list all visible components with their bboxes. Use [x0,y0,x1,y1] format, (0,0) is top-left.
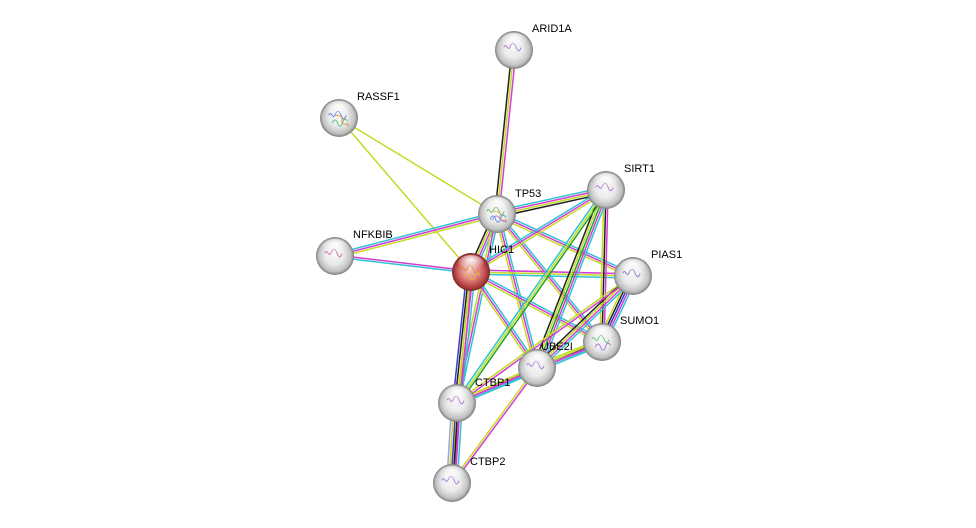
edge-hic1-sirt1[interactable] [469,187,608,275]
node-label-sirt1: SIRT1 [624,163,655,175]
edge-evidence-line [456,276,635,405]
edge-evidence-line [469,187,606,271]
sphere-highlight [458,255,484,271]
structure-strand [490,214,506,223]
node-label-ctbp2: CTBP2 [470,456,505,468]
node-label-pias1: PIAS1 [651,249,682,261]
edge-pias1-ube2i[interactable] [534,272,636,372]
sphere-highlight [326,101,352,117]
edge-evidence-line [496,49,515,215]
node-sirt1[interactable] [587,171,625,209]
node-label-hic1: HIC1 [489,244,514,256]
edge-rassf1-tp53[interactable] [338,117,498,215]
edge-evidence-line [456,189,607,404]
node-hic1[interactable] [452,253,490,291]
edge-evidence-line [460,271,476,405]
edge-evidence-line [457,190,609,405]
edge-evidence-line [334,213,498,257]
sphere-highlight [524,351,550,367]
node-label-ctbp1: CTBP1 [475,377,510,389]
edge-evidence-line [538,277,636,372]
edge-evidence-line [452,367,539,485]
node-rassf1[interactable] [320,99,358,137]
edge-ube2i-ctbp2[interactable] [450,366,539,485]
structure-strand [332,118,348,127]
sphere-highlight [620,259,646,275]
sphere-highlight [593,173,619,189]
nodes-layer [316,31,652,502]
node-tp53[interactable] [478,195,516,233]
edge-evidence-line [454,188,606,403]
edge-evidence-line [603,189,609,343]
edge-tp53-ube2i[interactable] [494,212,540,370]
edge-evidence-line [538,190,609,370]
edge-evidence-line [452,270,468,404]
edge-evidence-line [498,212,540,369]
edge-evidence-line [534,272,632,367]
node-label-rassf1: RASSF1 [357,91,400,103]
edges-layer [333,49,638,485]
edge-evidence-line [471,269,604,341]
edge-evidence-line [334,254,472,272]
edge-evidence-line [458,213,500,405]
sphere-highlight [484,197,510,213]
sphere-highlight [589,325,615,341]
edge-evidence-line [338,117,472,273]
edge-evidence-line [494,213,536,370]
edge-evidence-line [536,276,635,370]
edge-evidence-line [532,187,603,368]
edge-evidence-line [455,274,634,403]
edge-pias1-ctbp1[interactable] [455,274,635,405]
edge-evidence-line [454,271,470,404]
edge-evidence-line [498,49,517,215]
edge-sirt1-ube2i[interactable] [532,187,611,371]
edge-evidence-line [471,191,608,275]
node-ctbp1[interactable] [438,384,476,422]
node-label-tp53: TP53 [515,188,541,200]
node-pias1[interactable] [614,257,652,295]
edge-evidence-line [333,211,498,255]
edge-nfkbib-hic1[interactable] [334,254,472,274]
edge-rassf1-hic1[interactable] [338,117,472,273]
sphere-highlight [322,239,348,255]
edge-evidence-line [496,213,538,369]
sphere-highlight [439,466,465,482]
sphere-highlight [501,33,527,49]
node-arid1a[interactable] [495,31,533,69]
edge-evidence-line [334,215,499,259]
edge-evidence-line [535,274,634,368]
edge-evidence-line [494,49,513,215]
edge-arid1a-tp53[interactable] [494,49,517,215]
edge-nfkbib-tp53[interactable] [333,211,499,259]
edge-evidence-line [599,189,605,343]
edge-evidence-line [450,271,471,484]
structure-strand [595,342,611,351]
node-ctbp2[interactable] [433,464,471,502]
edge-hic1-ctbp2[interactable] [450,271,473,484]
node-label-arid1a: ARID1A [532,23,572,35]
edge-evidence-line [334,256,472,274]
edge-evidence-line [338,117,498,215]
sphere-highlight [444,386,470,402]
node-label-sumo1: SUMO1 [620,315,659,327]
node-label-ube2i: UBE2I [541,341,573,353]
edge-evidence-line [601,189,607,343]
node-label-nfkbib: NFKBIB [353,229,393,241]
node-ube2i[interactable] [518,349,556,387]
edge-evidence-line [452,271,473,484]
node-nfkbib[interactable] [316,237,354,275]
edge-evidence-line [450,366,537,484]
node-sumo1[interactable] [583,323,621,361]
edge-sirt1-sumo1[interactable] [599,189,609,343]
structure-strand [492,215,507,223]
structure-strand [464,272,480,281]
edge-evidence-line [540,190,611,371]
edge-evidence-line [470,189,607,273]
edge-sirt1-ctbp1[interactable] [454,188,609,405]
